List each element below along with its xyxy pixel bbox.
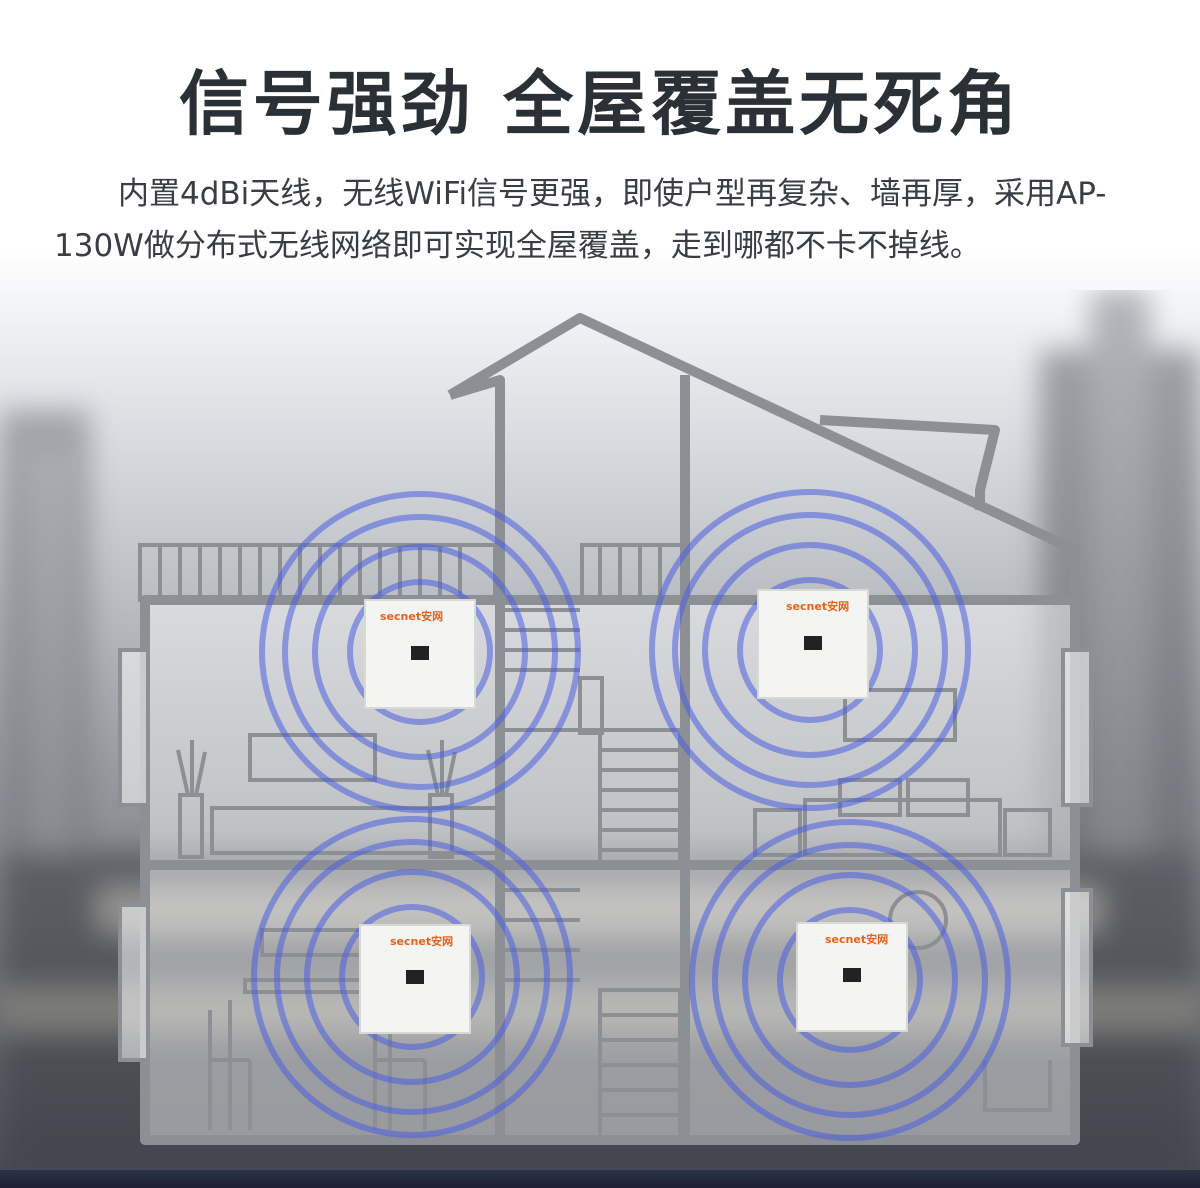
svg-text:secnet安网: secnet安网	[825, 932, 888, 946]
signal-rings-top-left	[259, 491, 581, 813]
page-title: 信号强劲 全屋覆盖无死角	[178, 63, 1022, 145]
bottom-bar	[0, 1170, 1200, 1188]
svg-text:secnet安网: secnet安网	[390, 934, 453, 948]
signal-rings-bottom-right	[689, 819, 1011, 1141]
chimney	[819, 415, 1000, 510]
balcony-railing	[138, 543, 684, 602]
ethernet-port-icon	[411, 646, 429, 660]
house-diagram: secnet安网 secnet安网 secnet安网 secnet安网	[118, 313, 1093, 1145]
svg-text:secnet安网: secnet安网	[786, 599, 849, 613]
signal-rings-top-right	[649, 489, 971, 811]
roof-left-wall	[448, 375, 505, 600]
windows	[118, 648, 1093, 1062]
ap-panel-top-right: secnet安网	[757, 589, 869, 699]
wifi-signal-rings	[251, 489, 1011, 1141]
ap-panel-top-left: secnet安网	[364, 599, 476, 709]
ethernet-port-icon	[843, 968, 861, 982]
signal-rings-bottom-left	[251, 816, 573, 1138]
ethernet-port-icon	[804, 636, 822, 650]
ap-panel-bottom-right: secnet安网	[796, 922, 908, 1032]
feature-description: 内置4dBi天线，无线WiFi信号更强，即使户型再复杂、墙再厚，采用AP-130…	[54, 176, 1107, 264]
ethernet-port-icon	[406, 970, 424, 984]
roof-outline	[447, 313, 1080, 600]
svg-text:secnet安网: secnet安网	[380, 609, 443, 623]
ap-panel-bottom-left: secnet安网	[359, 924, 471, 1034]
